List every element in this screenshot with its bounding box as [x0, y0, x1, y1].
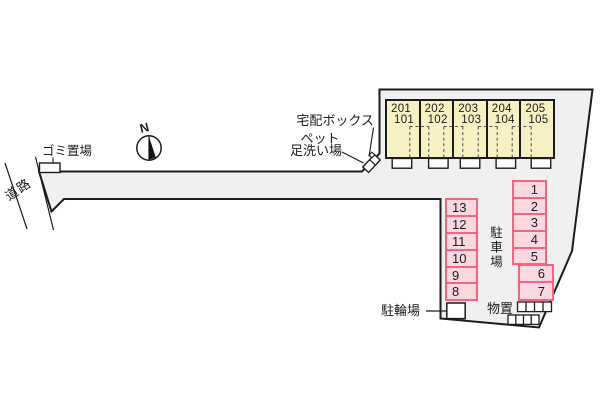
- unit-number-upper: 205: [525, 103, 546, 115]
- parking-space-8: 8: [445, 282, 478, 302]
- unit-number-lower: 101: [394, 113, 415, 126]
- bicycle-parking-label: 駐輪場: [381, 302, 421, 318]
- garbage-area-label: ゴミ置場: [42, 144, 93, 158]
- unit-number-lower: 103: [461, 113, 482, 126]
- parking-space-5: 5: [512, 246, 547, 266]
- entry-alcove-dashes: [409, 125, 532, 158]
- parking-column-right: 1 2 3 4 5: [512, 180, 547, 266]
- parking-space-12: 12: [445, 214, 478, 234]
- road-edge-line-inner: [34, 156, 55, 231]
- porch-icon: [427, 157, 449, 169]
- unit-number-lower: 104: [494, 113, 515, 126]
- unit-number-lower: 102: [427, 113, 448, 126]
- unit-number-upper: 201: [391, 103, 412, 115]
- porch-icon: [459, 157, 481, 169]
- pet-wash-leader-line: [341, 151, 364, 164]
- road-edge-line-outer: [4, 162, 28, 230]
- delivery-box-leader-line: [368, 127, 375, 157]
- unit-number-upper: 204: [491, 103, 512, 115]
- parking-space-7: 7: [518, 281, 554, 302]
- unit-number-upper: 203: [458, 103, 479, 115]
- parking-column-left: 13 12 11 10 9 8: [445, 198, 478, 302]
- bicycle-parking-icon: [446, 302, 466, 320]
- north-compass-icon: [136, 135, 162, 161]
- entrance-porches: [391, 157, 552, 169]
- parking-lot-label: 駐車場: [488, 226, 502, 270]
- delivery-box-icon: [361, 151, 382, 174]
- porch-icon: [530, 157, 552, 169]
- storage-label: 物置: [487, 301, 514, 316]
- parking-column-right-lower: 6 7: [518, 263, 554, 302]
- garbage-area-icon: [38, 162, 61, 174]
- delivery-box-label: 宅配ボックス: [296, 113, 374, 128]
- unit-number-lower: 105: [528, 113, 549, 126]
- storage-units: [507, 301, 553, 326]
- unit-number-upper: 202: [424, 103, 445, 115]
- pet-wash-label-line1: ペット: [300, 131, 340, 146]
- porch-icon: [495, 157, 517, 169]
- porch-icon: [391, 157, 413, 169]
- pet-wash-label-line2: 足洗い場: [290, 143, 343, 158]
